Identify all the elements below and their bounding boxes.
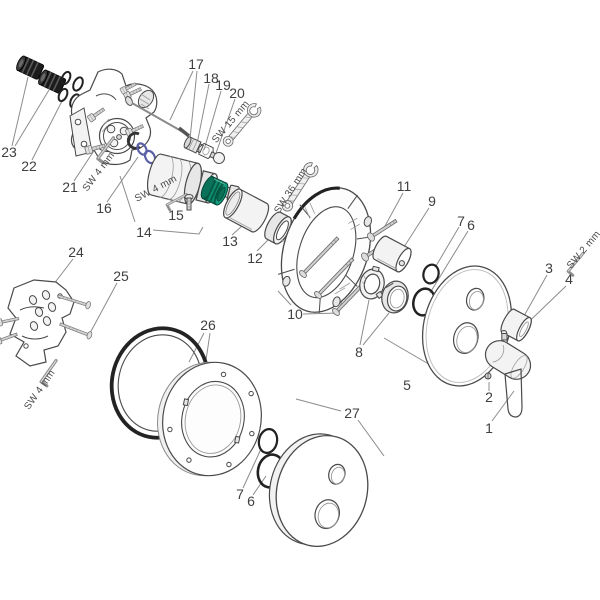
screw-15 [184,194,194,211]
part-label-12: 12 [247,250,263,266]
threaded-collar-8b [381,280,409,314]
part-label-11: 11 [397,178,412,194]
highlighted-green-knob [200,176,229,206]
part-label-6-top: 6 [467,217,475,233]
inlet-bushing-23b [38,69,67,94]
part-label-18: 18 [203,70,219,86]
knob-3 [500,308,532,342]
check-valve-parts-18-19-20 [183,136,225,164]
o-ring-7-bottom [257,428,279,454]
retainer-ring-8a [359,265,385,300]
part-label-17: 17 [188,56,204,72]
part-label-2: 2 [485,389,493,405]
part-label-7-top: 7 [457,213,465,229]
part-label-6-bottom: 6 [247,493,255,509]
escutcheon-27 [268,433,369,547]
setscrew-4 [500,330,508,341]
part-label-24: 24 [68,244,84,260]
part-label-22: 22 [21,158,37,174]
part-label-13: 13 [222,233,238,249]
lever-handle-stem [504,368,523,418]
spindle-rod-17 [119,80,191,138]
part-label-9: 9 [428,193,436,209]
part-label-21: 21 [62,179,78,195]
part-label-20: 20 [229,85,245,101]
extension-cylinder-9 [372,235,412,273]
part-label-4: 4 [565,271,573,287]
part-label-7-bottom: 7 [236,486,244,502]
part-label-27: 27 [344,405,360,421]
part-label-26: 26 [200,317,216,333]
mounting-bracket-24 [7,279,75,367]
tool-label-sw4-bracket: SW 4 mm [22,368,57,412]
part-label-8: 8 [355,344,363,360]
part-label-25: 25 [113,268,129,284]
part-label-19: 19 [215,77,231,93]
part-label-1: 1 [485,420,493,436]
part-number-labels: 23 22 21 16 14 15 13 12 17 18 19 20 10 1… [1,56,573,509]
part-label-3: 3 [545,260,553,276]
escutcheon-5 [421,265,513,387]
part-label-10: 10 [287,306,303,322]
bracket-screws-25 [0,291,94,345]
part-label-16: 16 [96,200,112,216]
carrier-ring-26 [157,361,262,477]
part-label-15: 15 [168,207,184,223]
o-ring-7-top [422,263,440,285]
tool-label-sw2: SW 2 mm [565,229,600,271]
handle-screw-2 [484,372,492,380]
part-label-5: 5 [403,377,411,393]
part-label-14: 14 [136,224,152,240]
part-label-23: 23 [1,144,17,160]
sleeve-13 [223,188,270,233]
inlet-bushing-23a [16,55,45,80]
